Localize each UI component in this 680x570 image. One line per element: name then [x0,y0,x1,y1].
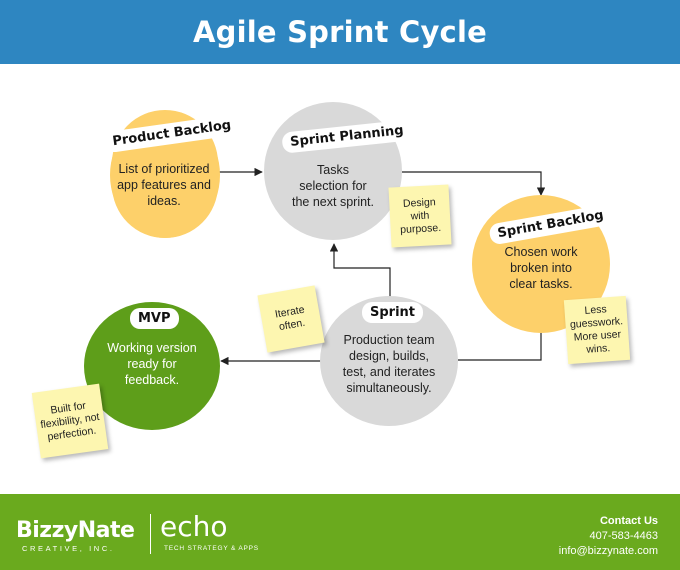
echo-logo-subtitle: TECH STRATEGY & APPS [164,545,259,552]
note-built-for-flexibility: Built for flexibility, not perfection. [31,383,109,459]
contact-title: Contact Us [599,515,658,527]
mvp-text: Working version ready for feedback. [107,341,197,387]
echo-logo: echo [160,510,228,543]
contact-phone: 407-583-4463 [589,530,658,542]
page-title: Agile Sprint Cycle [193,15,487,49]
note-iterate-often: Iterate often. [257,285,325,353]
bizzynate-logo: BizzyNate [16,518,135,543]
note-design-with-purpose: Design with purpose. [388,184,452,248]
header-bar: Agile Sprint Cycle [0,0,680,64]
arrow-sprint-backlog-to-sprint [458,330,542,361]
contact-block: Contact Us 407-583-4463 info@bizzynate.c… [559,514,658,559]
contact-email: info@bizzynate.com [558,545,658,557]
note-less-guesswork: Less guesswork. More user wins. [563,295,631,365]
footer-bar: BizzyNate CREATIVE, INC. echo TECH STRAT… [0,494,680,570]
logo-divider [150,514,151,554]
mvp-label: MVP [130,308,179,329]
sprint-planning-text: Tasks selection for the next sprint. [292,163,374,209]
sprint-text: Production team design, builds, test, an… [342,333,436,395]
sprint-backlog-text: Chosen work broken into clear tasks. [504,245,578,291]
sprint-label: Sprint [362,302,424,323]
bizzynate-logo-subtitle: CREATIVE, INC. [22,544,115,553]
product-backlog-text: List of prioritized app features and ide… [117,162,211,208]
arrow-sprint-to-planning [329,243,391,298]
arrow-planning-to-sprint-backlog [402,171,546,196]
